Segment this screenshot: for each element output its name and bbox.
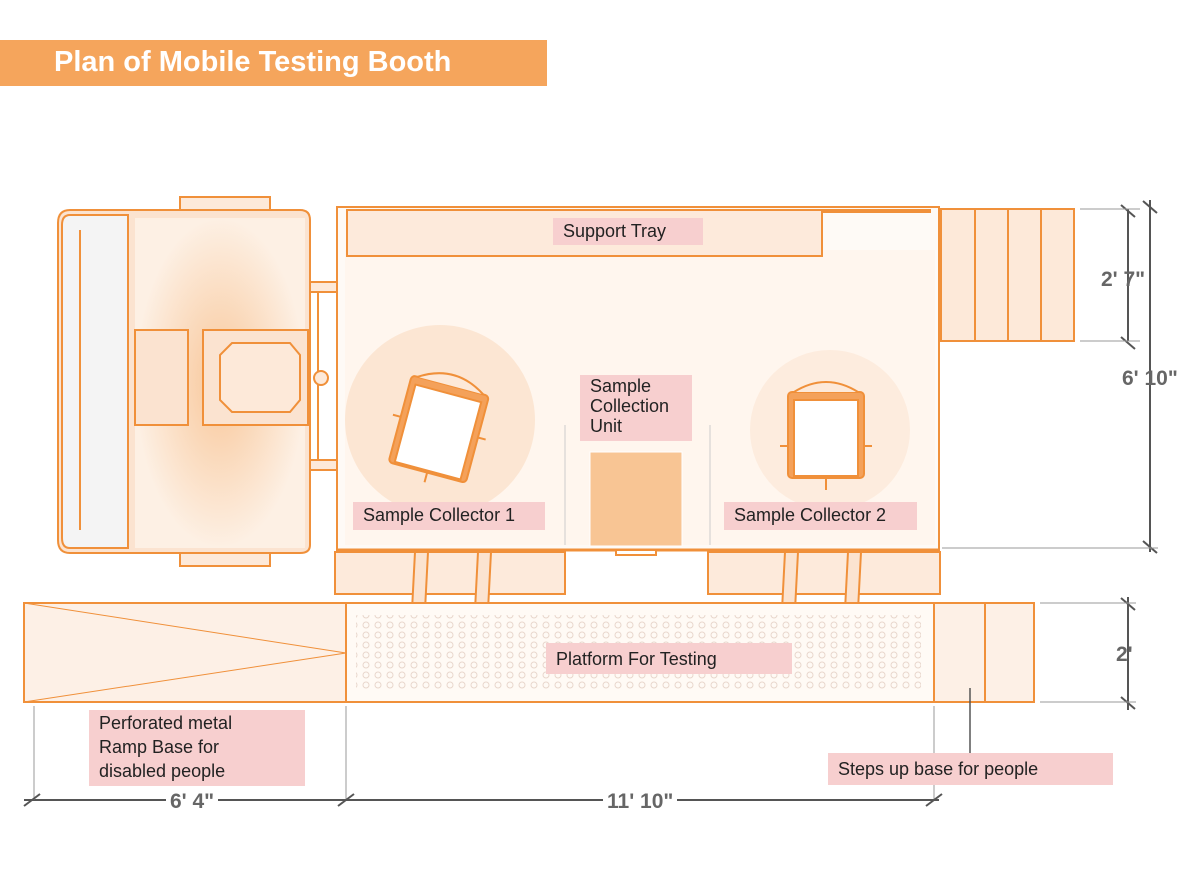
dim-platform-width: 2' (1116, 643, 1133, 666)
label-platform-for-testing: Platform For Testing (546, 643, 792, 674)
chair-collector-1 (388, 372, 490, 484)
label-ramp-base: Perforated metal Ramp Base for disabled … (89, 710, 305, 786)
dim-booth-length: 11' 10" (603, 790, 678, 814)
page-title: Plan of Mobile Testing Booth (54, 46, 452, 78)
chair-collector-2 (780, 381, 872, 490)
label-steps-up-base: Steps up base for people (828, 753, 1113, 785)
label-ramp-line-1: Perforated metal (99, 713, 233, 733)
label-sample-collection-unit: Sample Collection Unit (580, 375, 692, 441)
label-ramp-line-3: disabled people (99, 761, 226, 781)
label-sample-collector-2: Sample Collector 2 (724, 502, 917, 530)
sample-collection-unit (589, 451, 683, 547)
platform-assembly (23, 602, 1035, 703)
label-ramp-line-2: Ramp Base for (99, 737, 220, 757)
glove-ports (410, 551, 863, 616)
steps-top (940, 208, 1075, 342)
label-scu-line-3: Unit (590, 416, 623, 436)
title-banner: Plan of Mobile Testing Booth (0, 40, 547, 86)
dim-steps-width: 2' 7" (1101, 268, 1146, 291)
counters (334, 549, 941, 595)
label-scu-line-1: Sample (590, 376, 652, 396)
label-sample-collector-1: Sample Collector 1 (353, 502, 545, 530)
dim-ramp-length: 6' 4" (166, 790, 219, 814)
dim-booth-width: 6' 10" (1122, 367, 1178, 390)
label-support-tray: Support Tray (553, 218, 703, 245)
label-scu-line-2: Collection (590, 396, 670, 416)
truck-cab (57, 196, 338, 567)
